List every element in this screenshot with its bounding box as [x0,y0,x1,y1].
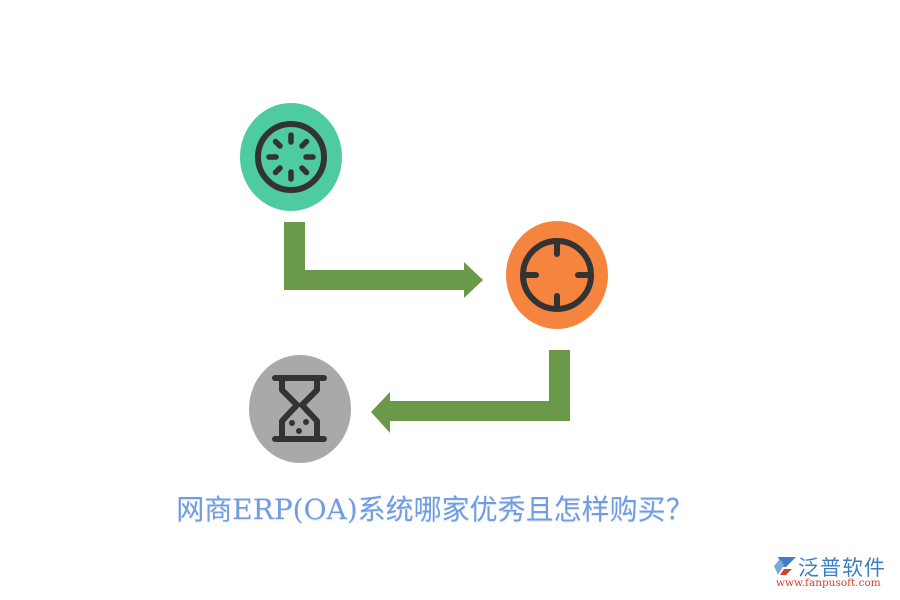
step-3-node [249,355,351,463]
brand-url[interactable]: www.fanpusoft.com [776,577,881,589]
brand-name: 泛普软件 [798,556,886,580]
page-title: 网商ERP(OA)系统哪家优秀且怎样购买？ [176,493,694,526]
arrow-step1-to-step2 [284,222,483,298]
loading-spinner-icon [255,121,327,193]
brand-logo[interactable]: 泛普软件 www.fanpusoft.com [768,552,898,596]
arrow-step2-to-step3 [371,350,570,433]
hourglass-icon [272,375,327,442]
fanpu-logo-icon [774,557,796,575]
step-1-node [240,103,342,211]
crosshair-target-icon [520,238,594,312]
step-2-node [506,221,608,329]
hourglass-sand-dots [289,419,309,434]
